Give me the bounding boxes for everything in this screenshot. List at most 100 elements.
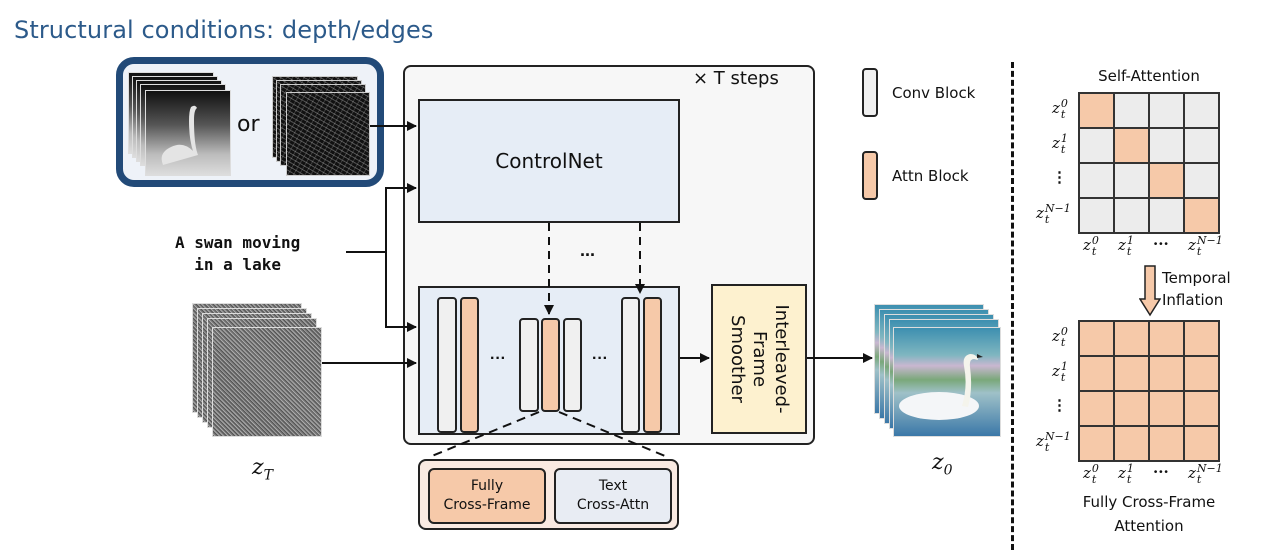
text-cross-attn-cell: Text Cross-Attn — [554, 468, 672, 524]
masked-cell — [1149, 128, 1184, 163]
attended-cell — [1114, 426, 1149, 461]
swan-silhouette-icon — [161, 105, 198, 165]
attended-cell — [1079, 321, 1114, 356]
masked-cell — [1079, 198, 1114, 233]
attended-cell — [1184, 426, 1219, 461]
section-divider — [1011, 62, 1014, 550]
detail-right-line-1: Text — [598, 478, 628, 494]
conv-block — [621, 297, 640, 433]
cross-frame-matrix — [1078, 320, 1220, 462]
swan-icon — [899, 354, 983, 420]
or-label: or — [237, 112, 260, 137]
legend-conv-swatch — [862, 68, 878, 117]
detail-left-line-1: Fully — [470, 478, 504, 494]
row-label: ⋮ — [1052, 396, 1067, 414]
legend-attn-label: Attn Block — [892, 167, 969, 185]
masked-cell — [1184, 163, 1219, 198]
attended-cell — [1149, 356, 1184, 391]
fully-cross-frame-cell: Fully Cross-Frame — [428, 468, 546, 524]
cross-frame-title-line-1: Fully Cross-Frame — [1082, 493, 1216, 511]
attended-cell — [1079, 93, 1114, 128]
smoother-line-3: Smoother — [727, 315, 748, 403]
prompt-line-1: A swan moving — [175, 233, 301, 252]
masked-cell — [1184, 128, 1219, 163]
attended-cell — [1149, 163, 1184, 198]
inflation-line-1: Temporal — [1162, 269, 1231, 287]
detail-left-line-2: Cross-Frame — [443, 497, 531, 513]
attention-detail-box: Fully Cross-Frame Text Cross-Attn — [418, 459, 679, 530]
column-label: ··· — [1153, 235, 1169, 253]
unet-block: ··· ··· — [418, 286, 680, 435]
attended-cell — [1184, 321, 1219, 356]
attended-cell — [1149, 391, 1184, 426]
attended-cell — [1079, 426, 1114, 461]
legend-conv-label: Conv Block — [892, 84, 976, 102]
self-attention-matrix — [1078, 92, 1220, 234]
masked-cell — [1114, 163, 1149, 198]
conv-block — [519, 318, 539, 412]
masked-cell — [1079, 128, 1114, 163]
text-prompt: A swan moving in a lake — [175, 232, 300, 276]
temporal-inflation-label: Temporal Inflation — [1162, 267, 1231, 311]
attended-cell — [1079, 391, 1114, 426]
attended-cell — [1184, 198, 1219, 233]
attn-block-highlighted — [541, 318, 560, 412]
attended-cell — [1149, 321, 1184, 356]
cross-frame-title: Fully Cross-Frame Attention — [1060, 490, 1238, 538]
conv-block — [437, 297, 457, 433]
self-attention-title: Self-Attention — [1098, 67, 1200, 85]
slide-title: Structural conditions: depth/edges — [14, 16, 434, 44]
attended-cell — [1184, 356, 1219, 391]
controlnet-dots: ... — [580, 240, 596, 260]
smoother-line-1: Interleaved- — [771, 304, 792, 414]
noise-image — [212, 327, 322, 437]
attended-cell — [1184, 391, 1219, 426]
attended-cell — [1114, 128, 1149, 163]
masked-cell — [1114, 198, 1149, 233]
column-label: ··· — [1153, 463, 1169, 481]
depth-map-image — [145, 90, 231, 176]
steps-label: × T steps — [693, 68, 779, 89]
attended-cell — [1079, 356, 1114, 391]
temporal-inflation-arrow-icon — [1139, 265, 1161, 317]
conv-block — [563, 318, 582, 412]
attended-cell — [1114, 321, 1149, 356]
unet-dots-left: ··· — [490, 350, 506, 367]
masked-cell — [1149, 198, 1184, 233]
noise-label: zT — [252, 455, 273, 484]
interleaved-frame-smoother: Interleaved- Frame Smoother — [711, 284, 807, 434]
detail-right-line-2: Cross-Attn — [576, 497, 650, 513]
masked-cell — [1079, 163, 1114, 198]
prompt-line-2: in a lake — [194, 255, 281, 274]
attended-cell — [1114, 356, 1149, 391]
masked-cell — [1114, 93, 1149, 128]
masked-cell — [1149, 93, 1184, 128]
attn-block — [643, 297, 662, 433]
attn-block — [460, 297, 479, 433]
controlnet-label: ControlNet — [495, 149, 603, 173]
cross-frame-title-line-2: Attention — [1114, 517, 1184, 535]
edge-map-image — [286, 92, 370, 176]
masked-cell — [1184, 93, 1219, 128]
unet-dots-right: ··· — [592, 350, 608, 367]
attended-cell — [1149, 426, 1184, 461]
smoother-line-2: Frame — [749, 330, 770, 388]
output-swan-image — [893, 327, 1001, 437]
inflation-line-2: Inflation — [1162, 291, 1224, 309]
output-label: z0 — [932, 450, 953, 479]
attended-cell — [1114, 391, 1149, 426]
legend-attn-swatch — [862, 151, 878, 200]
row-label: ⋮ — [1052, 168, 1067, 186]
